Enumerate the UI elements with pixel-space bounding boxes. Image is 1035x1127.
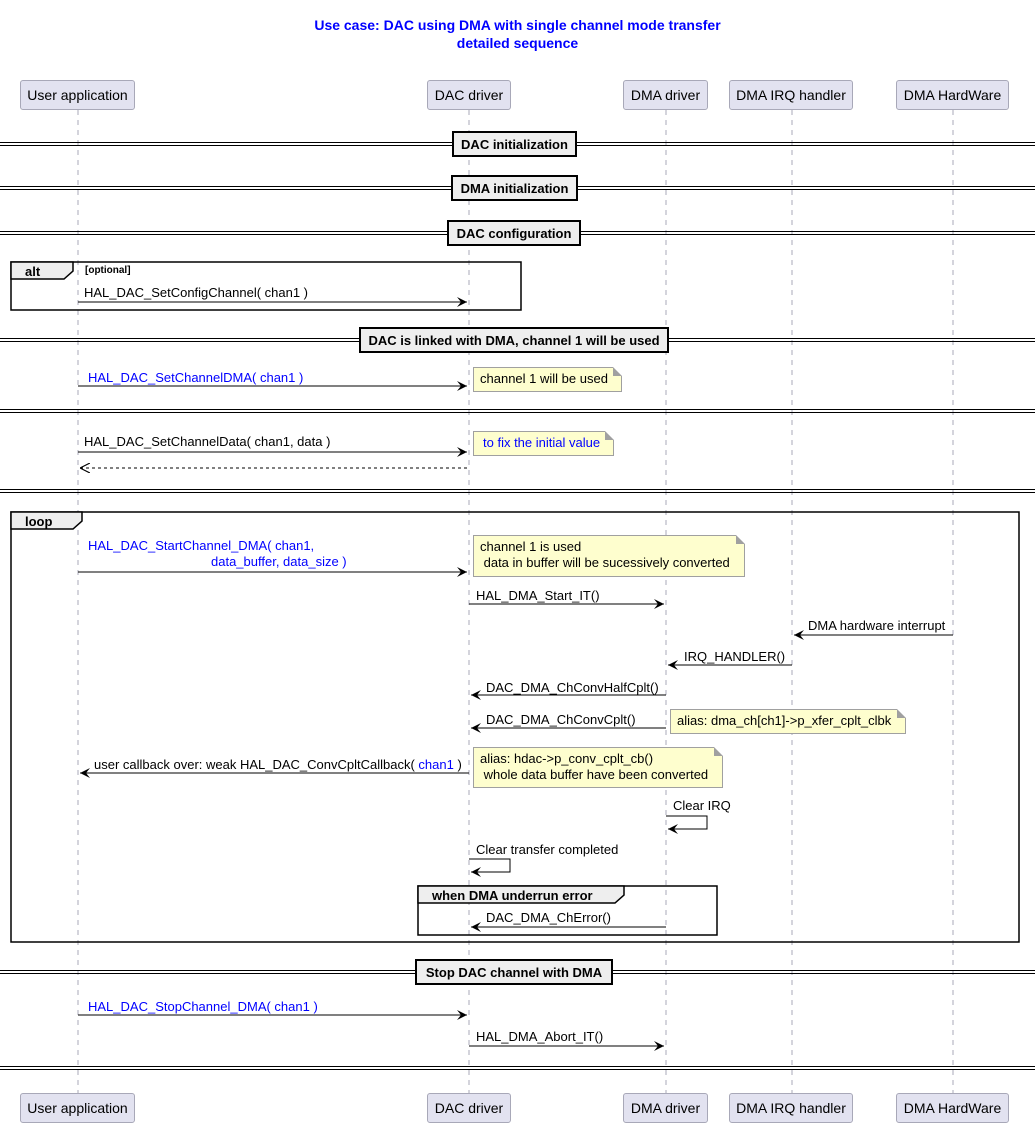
msg-clear-irq: Clear IRQ [673, 798, 731, 813]
msg-dma-start-it: HAL_DMA_Start_IT() [476, 588, 600, 603]
participant-user-application-bottom: User application [20, 1093, 135, 1123]
divider-dac-linked: DAC is linked with DMA, channel 1 will b… [359, 327, 669, 353]
note-fix-initial: to fix the initial value [473, 431, 614, 456]
msg-dma-abort-it: HAL_DMA_Abort_IT() [476, 1029, 604, 1044]
msg-half-cplt: DAC_DMA_ChConvHalfCplt() [486, 680, 659, 695]
divider-dac-init: DAC initialization [452, 131, 577, 157]
participant-dac-driver-bottom: DAC driver [427, 1093, 511, 1123]
divider-dma-init: DMA initialization [451, 175, 578, 201]
msg-stop-channel-dma: HAL_DAC_StopChannel_DMA( chan1 ) [88, 999, 318, 1014]
participant-user-application-top: User application [20, 80, 135, 110]
note-alias-conv: alias: hdac->p_conv_cplt_cb() whole data… [473, 747, 723, 788]
msg-user-callback-arg: chan1 [418, 757, 454, 772]
alt-frame-label: alt [25, 264, 41, 279]
participant-dma-irq-handler-bottom: DMA IRQ handler [729, 1093, 853, 1123]
msg-set-config-channel: HAL_DAC_SetConfigChannel( chan1 ) [84, 285, 309, 300]
arrow-clear-irq [666, 815, 708, 834]
msg-set-channel-data: HAL_DAC_SetChannelData( chan1, data ) [84, 434, 331, 449]
loop-frame-tab [10, 511, 83, 530]
participant-dma-irq-handler-top: DMA IRQ handler [729, 80, 853, 110]
msg-set-channel-dma: HAL_DAC_SetChannelDMA( chan1 ) [88, 370, 304, 385]
msg-irq-handler: IRQ_HANDLER() [684, 649, 786, 664]
participant-dma-driver-top: DMA driver [623, 80, 708, 110]
note-channel1-used: channel 1 will be used [473, 367, 622, 392]
participant-dma-hardware-top: DMA HardWare [896, 80, 1009, 110]
note-loop-channel1: channel 1 is used data in buffer will be… [473, 535, 745, 577]
underrun-frame-label: when DMA underrun error [432, 888, 593, 903]
divider-dac-config: DAC configuration [447, 220, 581, 246]
note-alias-xfer: alias: dma_ch[ch1]->p_xfer_cplt_clbk [670, 709, 906, 734]
divider-stop: Stop DAC channel with DMA [415, 959, 613, 985]
msg-cplt: DAC_DMA_ChConvCplt() [486, 712, 636, 727]
divider-plain-1 [0, 409, 1035, 414]
arrow-clear-transfer [469, 858, 511, 877]
divider-end [0, 1066, 1035, 1071]
msg-user-callback: user callback over: weak HAL_DAC_ConvCpl… [94, 757, 462, 773]
participant-dma-driver-bottom: DMA driver [623, 1093, 708, 1123]
alt-guard: [optional] [85, 265, 131, 276]
msg-start-channel-dma-line2: data_buffer, data_size ) [211, 554, 347, 569]
diagram-title-line2: detailed sequence [456, 35, 579, 51]
msg-user-callback-suffix: ) [453, 757, 462, 772]
diagram-title-line1: Use case: DAC using DMA with single chan… [314, 17, 721, 33]
msg-dma-hw-interrupt: DMA hardware interrupt [808, 618, 946, 633]
participant-dma-hardware-bottom: DMA HardWare [896, 1093, 1009, 1123]
participant-dac-driver-top: DAC driver [427, 80, 511, 110]
underrun-frame-tab [417, 885, 625, 904]
msg-ch-error: DAC_DMA_ChError() [486, 910, 611, 925]
loop-frame-label: loop [25, 514, 53, 529]
divider-plain-2 [0, 489, 1035, 494]
msg-clear-transfer: Clear transfer completed [476, 842, 619, 857]
alt-frame [10, 261, 522, 311]
alt-frame-tab [10, 261, 74, 280]
msg-start-channel-dma-line1: HAL_DAC_StartChannel_DMA( chan1, [88, 538, 315, 553]
msg-user-callback-prefix: user callback over: weak HAL_DAC_ConvCpl… [94, 757, 419, 772]
loop-frame [10, 511, 1020, 943]
